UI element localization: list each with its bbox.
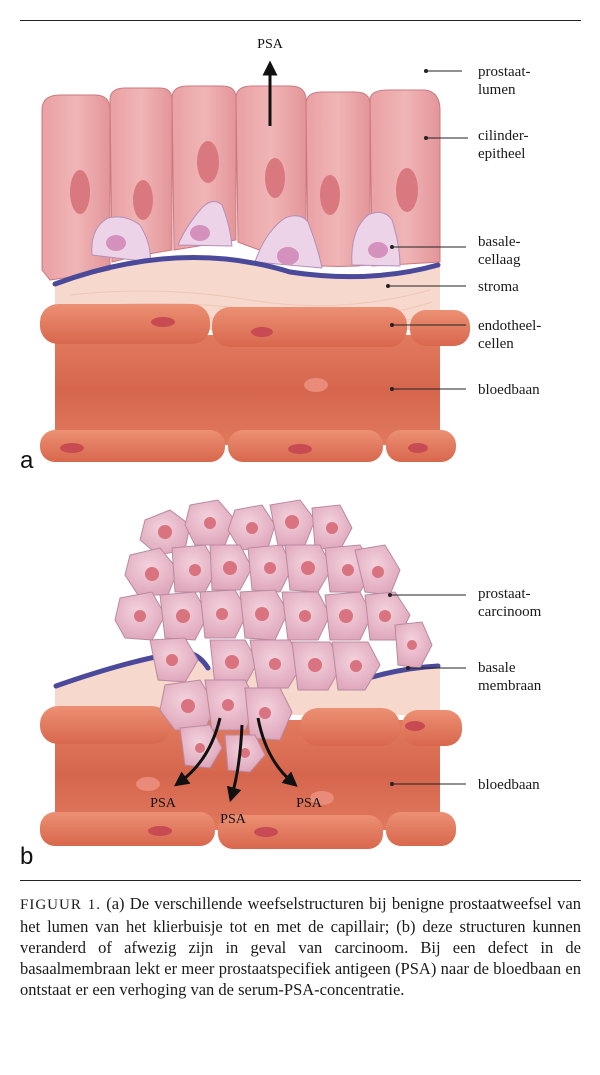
labels-b: prostaat- carcinoom basale membraan bloe… (478, 586, 542, 793)
label-cilinder-epitheel-1: cilinder- (478, 128, 529, 144)
label-stroma: stroma (478, 279, 519, 295)
svg-text:lumen: lumen (478, 82, 516, 98)
labels-a: prostaat- lumen cilinder- epitheel basal… (478, 64, 541, 398)
basal-cell-nuclei (106, 225, 388, 265)
svg-text:endotheel-: endotheel- (478, 318, 541, 334)
panel-a: PSA prostaat- lumen cilinder- epitheel b… (20, 37, 541, 474)
label-prostaat-carcinoom-2: carcinoom (478, 604, 542, 620)
endothelium-upper-a (40, 304, 470, 347)
label-basale-cellaag-2: cellaag (478, 252, 521, 268)
label-basale-membraan-2: membraan (478, 678, 542, 694)
svg-text:cellaag: cellaag (478, 252, 521, 268)
caption-prefix: FIGUUR 1. (20, 897, 101, 913)
svg-text:bloedbaan: bloedbaan (478, 777, 540, 793)
caption-text: (a) De verschillende weefselstructuren b… (20, 894, 582, 999)
svg-text:basale-: basale- (478, 234, 520, 250)
svg-text:cellen: cellen (478, 336, 514, 352)
leader-dots-a (386, 69, 428, 391)
label-bloedbaan-b: bloedbaan (478, 777, 540, 793)
endothelium-lower-b (40, 812, 456, 849)
basal-membrane-a (52, 255, 441, 287)
blood-cell-b1 (136, 777, 160, 791)
panel-letter-a: a (20, 447, 34, 474)
blood-cell-b2 (310, 791, 334, 805)
blood-cell-a (304, 378, 328, 392)
label-prostaat-lumen-1: prostaat- (478, 64, 530, 80)
svg-text:prostaat-: prostaat- (478, 64, 530, 80)
label-prostaat-carcinoom-1: prostaat- (478, 586, 530, 602)
epithelium-nuclei (70, 141, 418, 220)
label-endotheel-cellen-2: cellen (478, 336, 514, 352)
stroma-layer-b (55, 650, 440, 715)
psa-label-b1: PSA (150, 796, 177, 811)
leader-dots-b (388, 593, 410, 786)
svg-text:stroma: stroma (478, 279, 519, 295)
psa-arrows-down (173, 717, 298, 803)
psa-label-b2: PSA (220, 812, 247, 827)
blood-stream-a (55, 335, 440, 445)
panel-letter-b: b (20, 843, 33, 870)
psa-label-a: PSA (257, 37, 284, 52)
top-rule (20, 20, 581, 21)
svg-text:bloedbaan: bloedbaan (478, 382, 540, 398)
label-basale-cellaag-1: basale- (478, 234, 520, 250)
panel-b: PSA PSA PSA prostaat- carcinoom basale m… (20, 499, 542, 870)
psa-label-b3: PSA (296, 796, 323, 811)
svg-text:carcinoom: carcinoom (478, 604, 542, 620)
figure-caption: FIGUUR 1. (a) De verschillende weefselst… (20, 893, 581, 1000)
label-basale-membraan-1: basale (478, 660, 516, 676)
leader-lines-b (390, 594, 466, 785)
prostate-tissue-figure: PSA prostaat- lumen cilinder- epitheel b… (20, 37, 542, 870)
endothelium-upper-b (40, 706, 462, 746)
label-endotheel-cellen-1: endotheel- (478, 318, 541, 334)
label-bloedbaan-a: bloedbaan (478, 382, 540, 398)
svg-text:basale: basale (478, 660, 516, 676)
svg-text:epitheel: epitheel (478, 146, 525, 162)
svg-text:prostaat-: prostaat- (478, 586, 530, 602)
label-cilinder-epitheel-2: epitheel (478, 146, 525, 162)
svg-text:membraan: membraan (478, 678, 542, 694)
label-prostaat-lumen-2: lumen (478, 82, 516, 98)
leader-lines-a (388, 70, 468, 390)
svg-text:cilinder-: cilinder- (478, 128, 529, 144)
endothelium-lower-a (40, 430, 456, 462)
carcinoma-nuclei (134, 515, 417, 758)
caption-rule (20, 880, 581, 881)
